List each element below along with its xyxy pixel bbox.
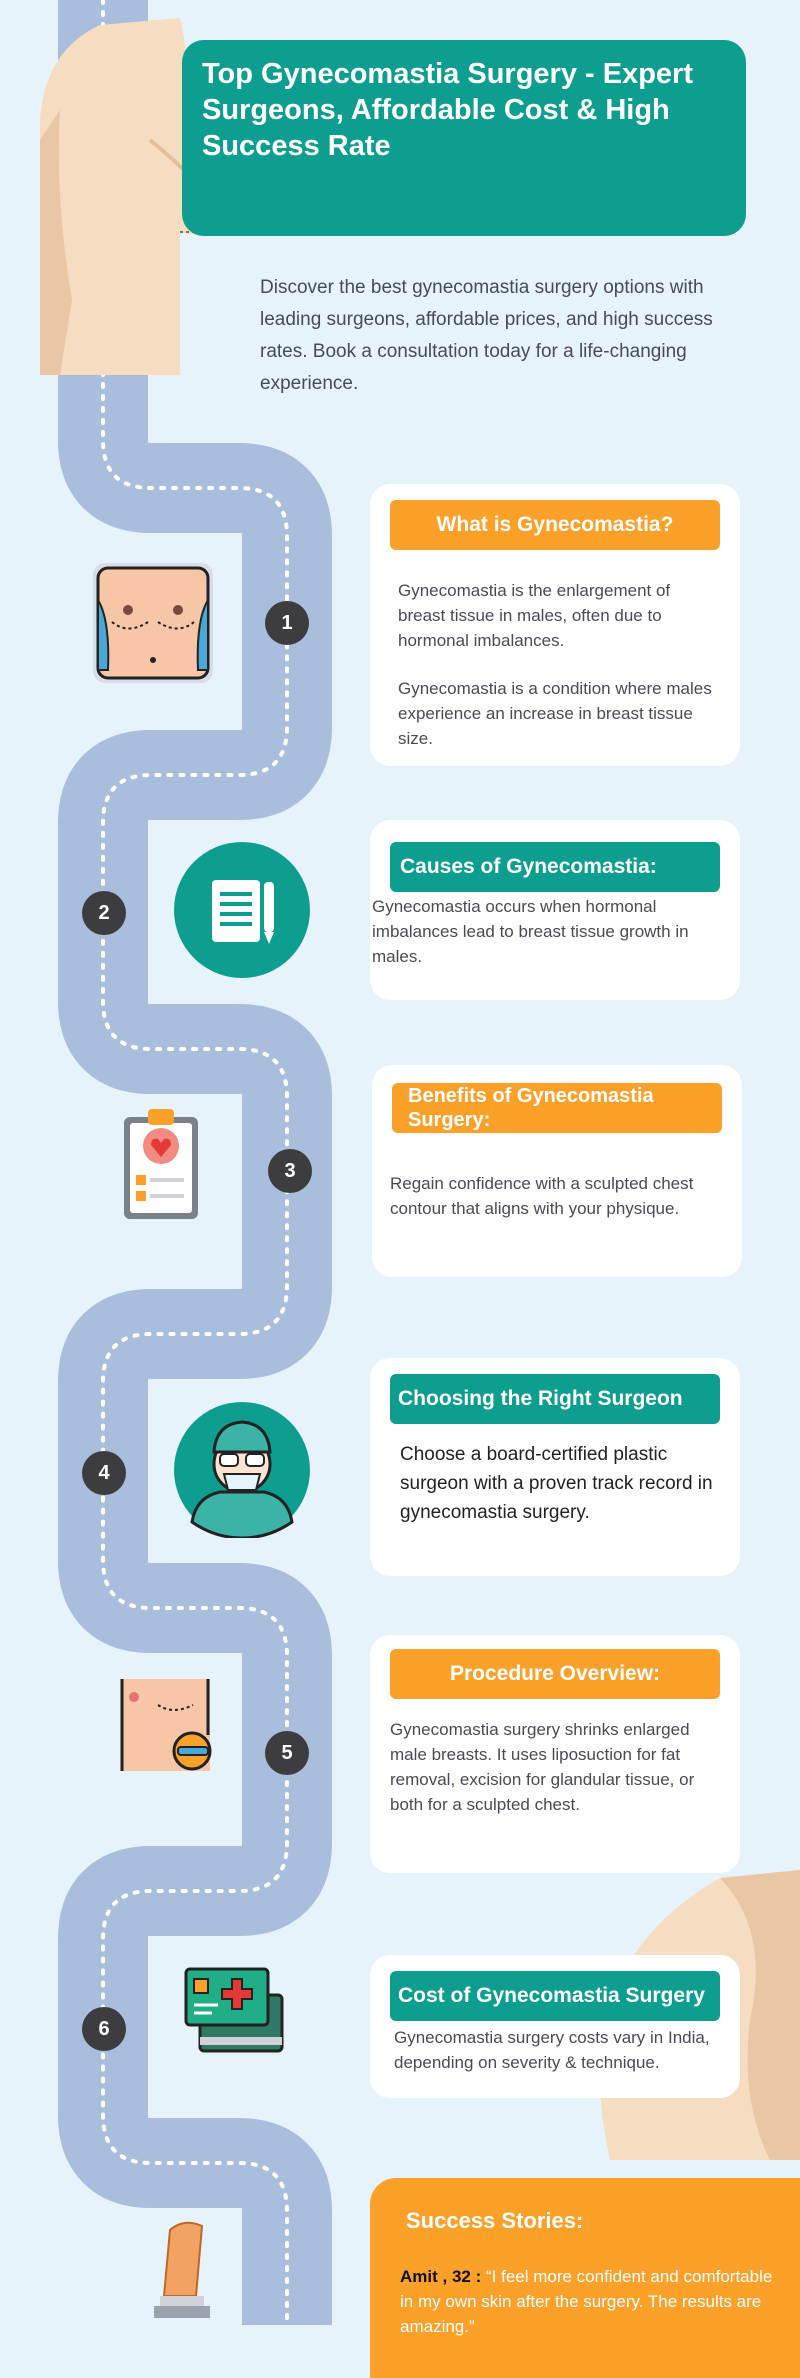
document-icon: [174, 842, 310, 978]
card-text-benefits: Regain confidence with a sculpted chest …: [390, 1174, 694, 1218]
card-surgeon: Choosing the Right Surgeon Choose a boar…: [370, 1358, 740, 1576]
card-title-cost: Cost of Gynecomastia Surgery: [390, 1971, 720, 2021]
card-text-cost: Gynecomastia surgery costs vary in India…: [394, 2028, 710, 2072]
card-text-surgeon: Choose a board-certified plastic surgeon…: [400, 1444, 713, 1523]
chest-illustration-icon: [93, 563, 213, 683]
step-number-4: 4: [82, 1451, 126, 1495]
testimonial: Amit , 32 : “I feel more confident and c…: [400, 2264, 790, 2339]
testimonial-quote: “I feel more confident and comfortable i…: [400, 2267, 773, 2336]
testimonial-author: Amit , 32 :: [400, 2267, 482, 2286]
card-what-is: What is Gynecomastia? Gynecomastia is th…: [370, 484, 740, 766]
clipboard-icon: [124, 1109, 198, 1219]
card-cost: Cost of Gynecomastia Surgery Gynecomasti…: [370, 1955, 740, 2098]
card-causes: Causes of Gynecomastia: Gynecomastia occ…: [370, 820, 740, 1000]
card-benefits: Benefits of Gynecomastia Surgery: Regain…: [372, 1065, 742, 1277]
procedure-icon: [120, 1679, 212, 1771]
card-text-causes: Gynecomastia occurs when hormonal imbala…: [372, 897, 689, 966]
medical-cards-icon: [184, 1967, 284, 2053]
step-number-3: 3: [268, 1149, 312, 1193]
title-banner: Top Gynecomastia Surgery - Expert Surgeo…: [182, 40, 746, 236]
award-icon: [154, 2221, 210, 2318]
card-text-what-is-1: Gynecomastia is the enlargement of breas…: [398, 581, 671, 650]
step-number-6: 6: [82, 2007, 126, 2051]
card-text-procedure: Gynecomastia surgery shrinks enlarged ma…: [390, 1720, 695, 1814]
card-title-surgeon: Choosing the Right Surgeon: [390, 1374, 720, 1424]
success-stories-title: Success Stories:: [406, 2208, 584, 2233]
card-title-procedure: Procedure Overview:: [390, 1649, 720, 1699]
step-number-1: 1: [265, 601, 309, 645]
card-text-what-is-2: Gynecomastia is a condition where males …: [398, 679, 712, 748]
step-number-2: 2: [82, 891, 126, 935]
page-title: Top Gynecomastia Surgery - Expert Surgeo…: [202, 58, 693, 162]
intro-text: Discover the best gynecomastia surgery o…: [260, 277, 713, 394]
winding-road: [58, 0, 332, 2325]
card-title-what-is: What is Gynecomastia?: [390, 500, 720, 550]
success-stories-panel: Success Stories: Amit , 32 : “I feel mor…: [370, 2178, 800, 2378]
card-title-benefits: Benefits of Gynecomastia Surgery:: [392, 1083, 722, 1133]
step-number-5: 5: [265, 1731, 309, 1775]
card-procedure: Procedure Overview: Gynecomastia surgery…: [370, 1635, 740, 1873]
surgeon-icon: [174, 1402, 310, 1538]
card-title-causes: Causes of Gynecomastia:: [390, 842, 720, 892]
